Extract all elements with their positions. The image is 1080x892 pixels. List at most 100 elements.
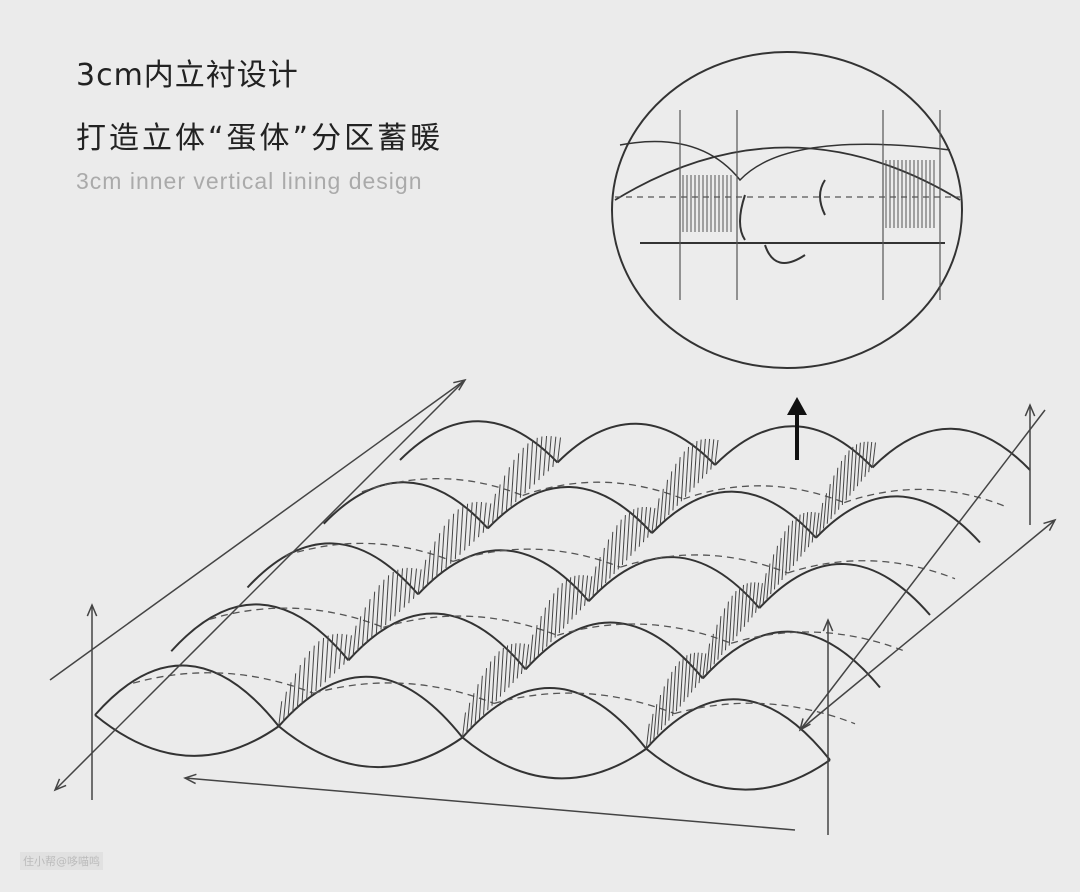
seam-hatch — [770, 554, 775, 595]
seam-hatch — [811, 512, 816, 543]
dashed-guide — [683, 485, 845, 504]
seam-hatch — [558, 583, 563, 634]
heading-subtitle: 打造立体“蛋体”分区蓄暖 — [76, 121, 444, 156]
seam-hatch — [800, 512, 805, 557]
seam-hatch — [819, 502, 824, 534]
depth-arrow-left-back-head — [53, 778, 67, 792]
height-arrow-far-head — [1024, 403, 1036, 417]
seam-hatch — [292, 673, 297, 714]
magnifier-puff-back — [619, 140, 951, 182]
seam-hatch — [464, 503, 469, 551]
puff-arc — [487, 486, 653, 534]
seam-hatch — [403, 567, 408, 608]
seam-hatch — [505, 467, 510, 511]
seam-hatch — [777, 538, 782, 585]
seam-hatch — [510, 459, 515, 507]
dashed-guide — [557, 623, 732, 644]
seam-hatch — [361, 607, 366, 648]
seam-hatch — [659, 488, 664, 525]
seam-hatch — [470, 693, 475, 729]
seam-hatch — [338, 633, 343, 670]
seam-hatch — [541, 607, 546, 652]
seam-hatch — [491, 655, 496, 706]
seam-hatch — [853, 444, 858, 491]
watermark: 住小帮@哆喵鸣 — [20, 852, 103, 870]
heading-english: 3cm inner vertical lining design — [76, 168, 423, 194]
seam-hatch — [515, 453, 520, 503]
seam-hatch — [762, 573, 767, 604]
seam-hatch — [584, 575, 589, 606]
puff-arc — [399, 420, 559, 464]
seam-hatch — [459, 506, 464, 555]
seam-hatch — [375, 585, 380, 634]
seam-hatch — [563, 579, 567, 629]
seam-hatch — [617, 519, 622, 570]
seam-hatch — [689, 443, 694, 493]
seam-hatch — [675, 661, 680, 712]
seam-hatch — [468, 502, 473, 547]
seam-hatch — [834, 467, 839, 515]
seam-hatch — [504, 645, 509, 693]
seam-hatch — [706, 438, 711, 475]
seam-hatch — [310, 645, 315, 696]
seam-hatch — [605, 539, 610, 584]
seam-hatch — [512, 643, 517, 684]
seam-hatch — [626, 511, 631, 561]
seam-hatch — [872, 442, 876, 468]
seam-hatch — [533, 437, 538, 485]
seam-hatch — [822, 493, 827, 529]
puff-arc — [461, 687, 648, 750]
seam-hatch — [717, 616, 722, 660]
puff-arc — [277, 675, 464, 739]
seam-hatch — [320, 637, 325, 687]
seam-hatch — [698, 652, 703, 684]
seam-hatch — [491, 493, 496, 525]
seam-hatch — [713, 624, 718, 665]
seam-hatch — [743, 583, 748, 627]
dashed-guide — [452, 548, 621, 568]
seam-hatch — [533, 625, 538, 661]
seam-hatch — [538, 436, 543, 481]
puff-arc — [524, 621, 704, 680]
seam-hatch — [724, 601, 729, 651]
heading-title: 3cm内立衬设计 — [76, 58, 299, 93]
seam-hatch — [445, 519, 450, 569]
height-arrow-left-head — [86, 603, 98, 617]
seam-hatch — [653, 704, 658, 740]
seam-hatch — [557, 437, 561, 463]
seam-hatch — [683, 655, 688, 702]
seam-hatch — [645, 723, 650, 749]
up-arrow-head — [787, 397, 807, 415]
seam-hatch — [740, 584, 745, 632]
seam-hatch — [755, 582, 760, 613]
seam-hatch — [714, 439, 719, 466]
seam-hatch — [736, 587, 741, 637]
seam-hatch — [642, 506, 647, 543]
depth-arrow-left-back — [54, 379, 466, 791]
seam-hatch — [672, 666, 677, 716]
dashed-guide — [313, 682, 495, 705]
seam-hatch — [306, 651, 311, 700]
seam-hatch — [537, 616, 542, 656]
puff-arc — [871, 427, 1031, 471]
seam-hatch — [487, 661, 492, 711]
dashed-guide — [522, 481, 684, 500]
seam-hatch — [709, 633, 714, 670]
seam-hatch — [860, 441, 865, 482]
seam-hatch — [630, 509, 635, 556]
seam-hatch — [685, 446, 690, 497]
seam-hatch — [474, 684, 479, 724]
seam-hatch — [609, 531, 614, 579]
seam-hatch — [519, 447, 524, 498]
depth-arrow-right-back — [799, 409, 1046, 731]
seam-hatch — [621, 515, 626, 565]
seam-hatch — [496, 484, 501, 520]
dashed-guide — [209, 607, 384, 628]
seam-hatch — [660, 686, 665, 731]
seam-hatch — [473, 501, 478, 542]
front-cap — [94, 714, 280, 757]
puff-arc — [246, 542, 419, 596]
seam-hatch — [516, 643, 521, 679]
seam-hatch — [721, 608, 726, 656]
seam-hatch — [596, 556, 601, 593]
